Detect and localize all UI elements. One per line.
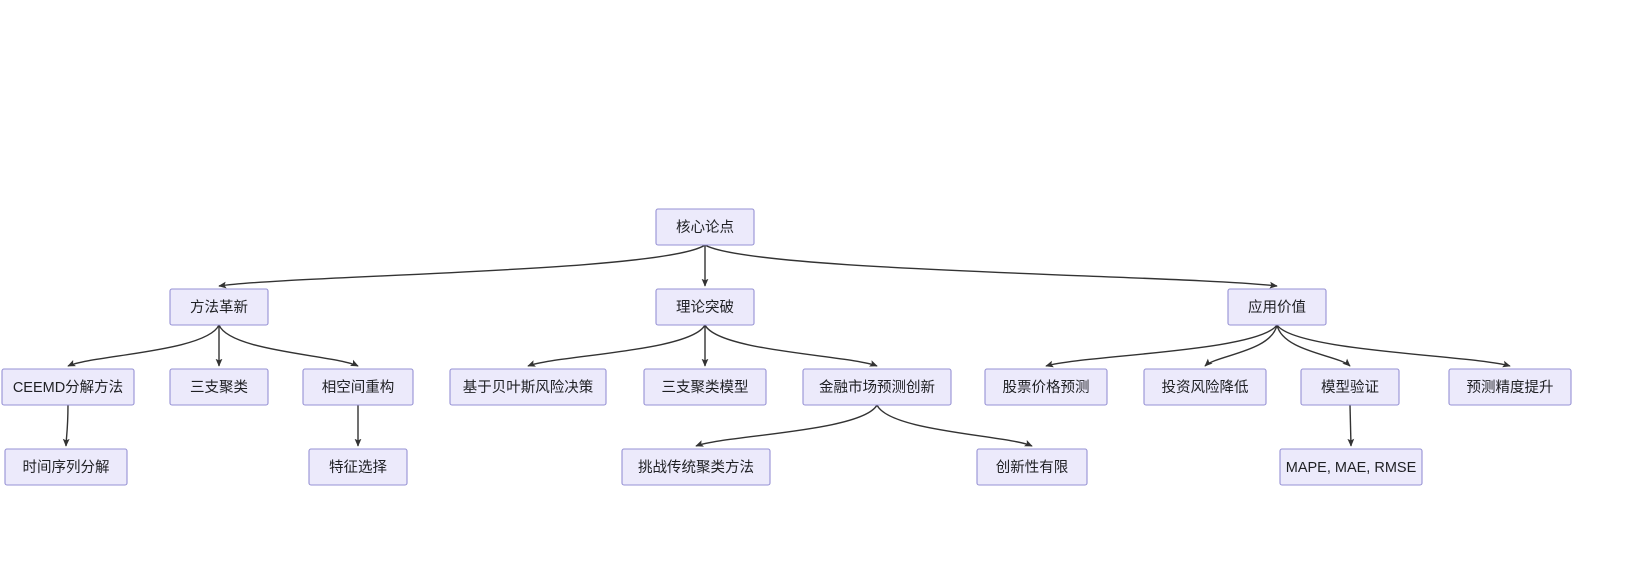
node-root[interactable]: 核心论点 bbox=[655, 208, 755, 246]
node-challenge[interactable]: 挑战传统聚类方法 bbox=[621, 448, 771, 486]
node-label-limited: 创新性有限 bbox=[996, 459, 1069, 476]
node-label-root: 核心论点 bbox=[676, 219, 734, 236]
node-label-bayes: 基于贝叶斯风险决策 bbox=[463, 379, 594, 396]
node-label-stock: 股票价格预测 bbox=[1003, 379, 1090, 396]
node-label-metrics: MAPE, MAE, RMSE bbox=[1286, 460, 1417, 476]
node-box-three[interactable] bbox=[169, 368, 269, 406]
node-label-applied: 应用价值 bbox=[1248, 298, 1306, 316]
node-label-feature: 特征选择 bbox=[329, 459, 387, 476]
node-box-applied[interactable] bbox=[1227, 288, 1327, 326]
node-accuracy[interactable]: 预测精度提升 bbox=[1448, 368, 1572, 406]
node-box-root[interactable] bbox=[655, 208, 755, 246]
edge-applied-to-stock bbox=[1045, 324, 1278, 368]
node-box-tsdecomp[interactable] bbox=[4, 448, 128, 486]
node-validate[interactable]: 模型验证 bbox=[1300, 368, 1400, 406]
edge-method-to-ceemd bbox=[67, 324, 220, 367]
node-box-accuracy[interactable] bbox=[1448, 368, 1572, 406]
node-box-limited[interactable] bbox=[976, 448, 1088, 486]
node-bayes[interactable]: 基于贝叶斯风险决策 bbox=[449, 368, 607, 406]
node-box-stock[interactable] bbox=[984, 368, 1108, 406]
node-label-ceemd: CEEMD分解方法 bbox=[13, 379, 123, 396]
edge-ceemd-to-tsdecomp bbox=[62, 404, 70, 447]
node-threemod[interactable]: 三支聚类模型 bbox=[643, 368, 767, 406]
node-box-validate[interactable] bbox=[1300, 368, 1400, 406]
node-applied[interactable]: 应用价值 bbox=[1227, 288, 1327, 326]
edge-finance-to-limited bbox=[876, 404, 1033, 447]
node-label-validate: 模型验证 bbox=[1321, 379, 1379, 396]
node-metrics[interactable]: MAPE, MAE, RMSE bbox=[1279, 448, 1423, 486]
node-box-metrics[interactable] bbox=[1279, 448, 1423, 486]
node-stock[interactable]: 股票价格预测 bbox=[984, 368, 1108, 406]
edge-layer bbox=[62, 244, 1511, 447]
edge-method-to-phase bbox=[218, 324, 359, 367]
node-label-three: 三支聚类 bbox=[190, 379, 248, 396]
node-box-ceemd[interactable] bbox=[1, 368, 135, 406]
node-label-threemod: 三支聚类模型 bbox=[662, 379, 749, 396]
node-label-accuracy: 预测精度提升 bbox=[1467, 379, 1554, 396]
node-box-threemod[interactable] bbox=[643, 368, 767, 406]
node-label-phase: 相空间重构 bbox=[322, 379, 395, 396]
node-limited[interactable]: 创新性有限 bbox=[976, 448, 1088, 486]
node-phase[interactable]: 相空间重构 bbox=[302, 368, 414, 406]
node-method[interactable]: 方法革新 bbox=[169, 288, 269, 326]
node-box-challenge[interactable] bbox=[621, 448, 771, 486]
node-tsdecomp[interactable]: 时间序列分解 bbox=[4, 448, 128, 486]
node-three[interactable]: 三支聚类 bbox=[169, 368, 269, 406]
node-box-bayes[interactable] bbox=[449, 368, 607, 406]
node-box-method[interactable] bbox=[169, 288, 269, 326]
node-label-risk: 投资风险降低 bbox=[1162, 379, 1249, 396]
edge-theory-to-bayes bbox=[527, 324, 706, 367]
edge-applied-to-accuracy bbox=[1276, 324, 1511, 368]
edge-validate-to-metrics bbox=[1347, 404, 1355, 447]
node-risk[interactable]: 投资风险降低 bbox=[1143, 368, 1267, 406]
node-box-phase[interactable] bbox=[302, 368, 414, 406]
node-label-challenge: 挑战传统聚类方法 bbox=[638, 459, 754, 476]
edge-finance-to-challenge bbox=[695, 404, 878, 447]
node-feature[interactable]: 特征选择 bbox=[308, 448, 408, 486]
edge-root-to-applied bbox=[704, 244, 1278, 289]
node-theory[interactable]: 理论突破 bbox=[655, 288, 755, 326]
node-label-tsdecomp: 时间序列分解 bbox=[23, 459, 110, 476]
edge-applied-to-risk bbox=[1204, 324, 1278, 367]
node-box-feature[interactable] bbox=[308, 448, 408, 486]
node-box-finance[interactable] bbox=[802, 368, 952, 406]
node-finance[interactable]: 金融市场预测创新 bbox=[802, 368, 952, 406]
node-label-finance: 金融市场预测创新 bbox=[819, 379, 935, 396]
node-label-method: 方法革新 bbox=[190, 299, 248, 316]
edge-theory-to-finance bbox=[704, 324, 878, 367]
node-ceemd[interactable]: CEEMD分解方法 bbox=[1, 368, 135, 406]
node-box-risk[interactable] bbox=[1143, 368, 1267, 406]
edge-root-to-method bbox=[218, 244, 706, 289]
node-box-theory[interactable] bbox=[655, 288, 755, 326]
node-label-theory: 理论突破 bbox=[676, 299, 734, 316]
edge-applied-to-validate bbox=[1276, 324, 1351, 367]
